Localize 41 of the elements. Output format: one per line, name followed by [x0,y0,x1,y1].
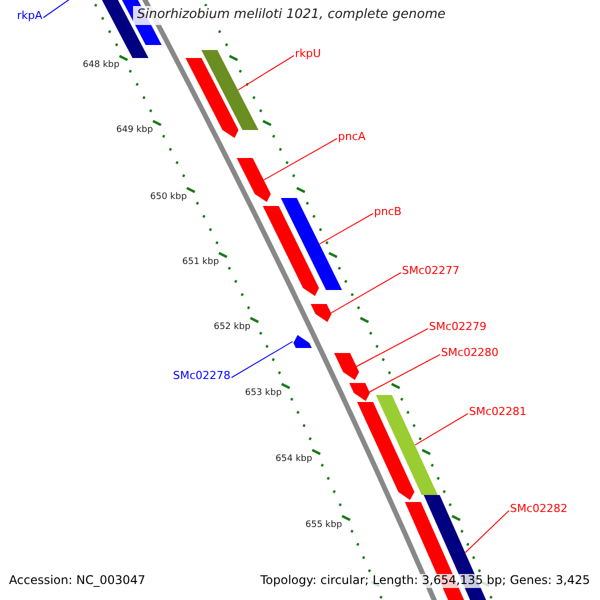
position-label: 650 kbp [150,192,187,202]
gene-bar [376,395,438,495]
leader-line [238,55,294,90]
gene-bar [262,206,319,296]
leader-line [330,272,402,314]
gene-bar [280,198,342,290]
position-label: 648 kbp [82,60,120,70]
leader-line [356,328,428,367]
gene-bar [334,353,360,380]
gene-bar [349,383,370,401]
gene-bar [357,402,414,500]
gene-label: SMc02278 [173,370,231,383]
gene-bar [236,158,271,202]
position-label: 654 kbp [276,454,312,464]
leader-line [263,138,338,180]
gene-label: pncA [338,131,366,144]
gene-label: rkpU [295,48,321,61]
gene-label: pncB [374,206,402,219]
leader-line [368,354,440,392]
position-label: 651 kbp [182,257,219,268]
gene-bar [293,335,312,348]
position-label: 652 kbp [214,322,250,332]
leader-line [414,413,468,446]
leader-line [42,0,72,18]
position-label: 655 kbp [305,520,342,530]
gene-label: SMc02282 [510,503,568,516]
gene-bar [310,304,332,322]
gene-label: SMc02277 [402,265,460,278]
position-label: 649 kbp [116,125,153,136]
gene-label: SMc02280 [441,347,499,360]
position-label: 653 kbp [244,388,282,398]
gene-label: rkpA [17,10,42,23]
leader-line [464,510,510,553]
genome-summary: Topology: circular; Length: 3,654,135 bp; Genes: 3,425 [260,574,590,588]
gene-bar [201,50,258,130]
gene-label: SMc02279 [429,321,487,334]
leader-line [231,341,294,378]
leader-line [319,213,374,244]
gene-bar [186,58,238,138]
accession-text: Accession: NC_003047 [9,574,146,588]
gene-label: SMc02281 [469,406,527,419]
